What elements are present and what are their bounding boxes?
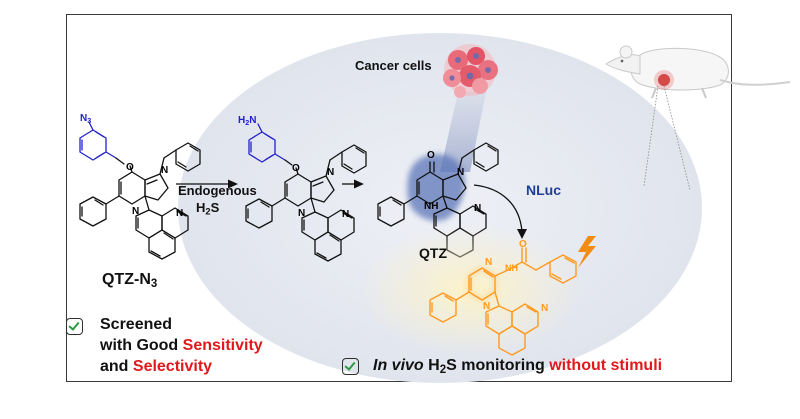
checkmark-icon — [66, 318, 83, 335]
arrow-head-icon — [354, 179, 364, 189]
checklist-line: Screened — [100, 316, 173, 333]
atom-nitrogen-label: N — [298, 208, 306, 219]
atom-nitrogen-label: N — [161, 165, 169, 176]
atom-azide-label: N3 — [80, 113, 92, 126]
atom-nitrogen-label: N — [132, 206, 140, 217]
molecule-glowing-product — [360, 225, 596, 356]
cancer-cells-cluster — [443, 44, 498, 98]
atom-amide-nh-label: NH — [505, 263, 518, 273]
checklist-line: and Selectivity — [100, 358, 213, 375]
lightning-icon — [578, 236, 596, 268]
atom-nitrogen-label: N — [457, 167, 465, 178]
h2s-reagent-label: H2S — [196, 200, 220, 217]
mouse-illustration — [605, 45, 791, 191]
nluc-enzyme-label: NLuc — [526, 182, 561, 198]
atom-nitrogen-label: N — [485, 257, 493, 268]
checklist-item-screened: Screened with Good Sensitivity and Selec… — [100, 314, 263, 377]
arrow-head-icon — [228, 179, 238, 189]
checkmark-icon — [342, 358, 359, 375]
atom-nitrogen-label: N — [483, 301, 491, 312]
reaction-arrows — [176, 179, 527, 239]
molecule-amine-intermediate — [245, 123, 367, 262]
atom-nitrogen-label: N — [176, 208, 184, 219]
atom-oxygen-label: O — [292, 163, 300, 174]
atom-oxygen-label: O — [427, 150, 435, 161]
checklist-line: with Good Sensitivity — [100, 337, 263, 354]
focus-beam — [440, 92, 486, 172]
atom-amine-label: H2N — [238, 115, 257, 128]
cancer-cells-label: Cancer cells — [355, 58, 432, 73]
atom-nitrogen-label: N — [342, 209, 350, 220]
checklist-item-in-vivo: In vivo H2S monitoring without stimuli — [373, 357, 663, 377]
atom-nh-label: NH — [424, 201, 439, 212]
atom-oxygen-label: O — [126, 162, 134, 173]
atom-nitrogen-label: N — [474, 203, 482, 214]
atom-nitrogen-label: N — [541, 303, 549, 314]
molecule-qtz-n3 — [79, 121, 201, 260]
atom-nitrogen-label: N — [327, 167, 335, 178]
qtz-n3-label: QTZ-N3 — [102, 271, 158, 291]
atom-oxygen-label: O — [519, 239, 527, 250]
qtz-label: QTZ — [419, 245, 447, 261]
arrow-head-icon — [517, 229, 527, 239]
endogenous-label: Endogenous — [178, 183, 257, 198]
